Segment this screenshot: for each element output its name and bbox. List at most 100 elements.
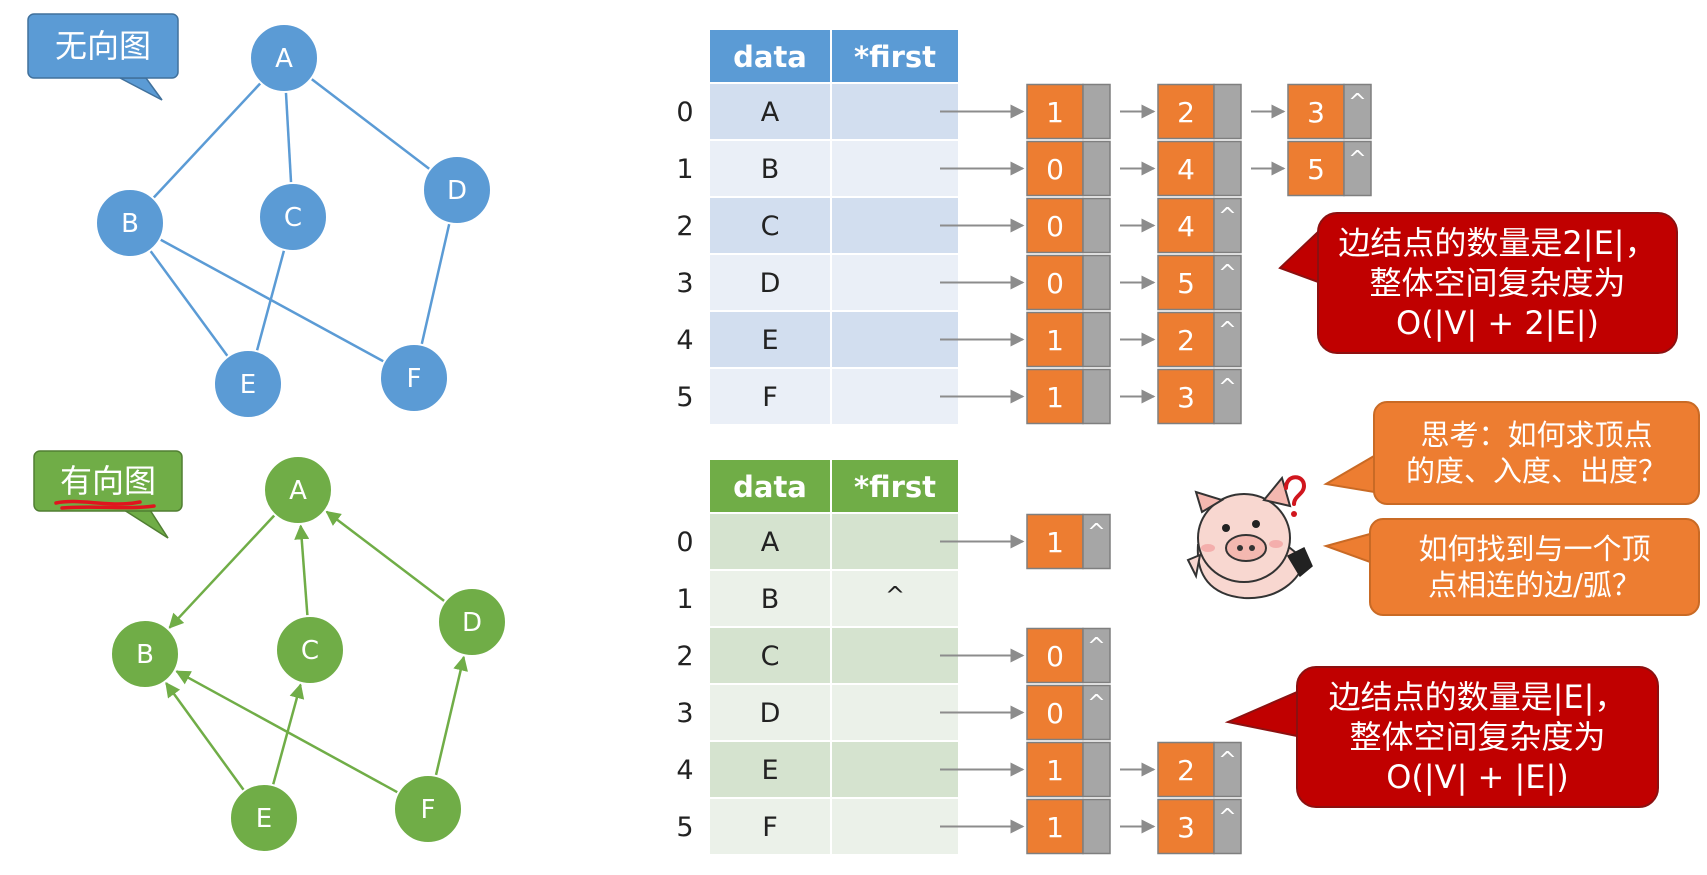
header-first-label: *first xyxy=(854,40,936,74)
edge-node-index: 5 xyxy=(1177,267,1195,300)
row-data: F xyxy=(762,812,778,843)
undirected-node-c: C xyxy=(258,182,328,252)
directed-complexity-callout: 边结点的数量是|E|， 整体空间复杂度为 O(|V| + |E|) xyxy=(1296,666,1659,808)
node-circle xyxy=(258,182,328,252)
row-index: 0 xyxy=(676,97,693,128)
undirected-note-line-1: 边结点的数量是2|E|， xyxy=(1338,224,1657,262)
edge-node-index: 3 xyxy=(1177,811,1195,844)
data-cell xyxy=(710,514,830,569)
directed-arc xyxy=(168,514,276,629)
data-cell xyxy=(710,141,830,196)
edge-node-index: 0 xyxy=(1046,153,1064,186)
data-cell xyxy=(710,198,830,253)
undirected-edge xyxy=(129,57,285,224)
row-data: D xyxy=(760,268,781,299)
edge-node-next xyxy=(1082,627,1111,684)
null-pointer: ^ xyxy=(1218,318,1236,343)
node-circle xyxy=(422,155,492,225)
data-cell xyxy=(710,628,830,683)
edge-node: 1 xyxy=(1026,741,1111,798)
edge-node-next xyxy=(1082,798,1111,855)
header-data-label: data xyxy=(733,40,807,74)
edge-node-index: 3 xyxy=(1307,96,1325,129)
node-circle xyxy=(213,349,283,419)
edge-node-index: 4 xyxy=(1177,210,1195,243)
edge-node-next xyxy=(1213,83,1242,140)
edge-node: 0^ xyxy=(1026,684,1111,741)
directed-arc xyxy=(434,655,468,777)
row-data: C xyxy=(761,211,780,242)
node-circle xyxy=(437,587,507,657)
edge-node: 1 xyxy=(1026,798,1111,855)
edge-node: 2 xyxy=(1157,83,1242,140)
node-label: D xyxy=(462,608,482,638)
data-cell xyxy=(710,799,830,854)
edge-node-index: 3 xyxy=(1177,381,1195,414)
edge-node-next xyxy=(1082,741,1111,798)
callout-tail-think2 xyxy=(1322,532,1371,564)
first-cell xyxy=(832,685,958,740)
undirected-node-d: D xyxy=(422,155,492,225)
directed-node-e: E xyxy=(229,783,299,853)
edge-node-vertex xyxy=(1157,368,1215,425)
directed-arc xyxy=(165,681,246,792)
first-cell xyxy=(832,198,958,253)
node-label: B xyxy=(136,640,154,670)
edge-node-vertex xyxy=(1157,140,1215,197)
edge-node-index: 2 xyxy=(1177,754,1195,787)
edge-node-vertex xyxy=(1157,798,1215,855)
callout-tail-undirected xyxy=(1278,229,1319,284)
undirected-node-a: A xyxy=(249,23,319,93)
null-pointer: ^ xyxy=(1218,748,1236,773)
edge-node: 5^ xyxy=(1157,254,1242,311)
directed-edges xyxy=(165,510,468,794)
undirected-node-e: E xyxy=(213,349,283,419)
node-circle xyxy=(229,783,299,853)
null-pointer: ^ xyxy=(1218,204,1236,229)
data-cell xyxy=(710,685,830,740)
directed-note-line-3: O(|V| + |E|) xyxy=(1386,758,1569,796)
think2-line-2: 点相连的边/弧？ xyxy=(1428,568,1641,602)
edge-node: 3^ xyxy=(1287,83,1372,140)
edge-node: 0 xyxy=(1026,140,1111,197)
edge-node-index: 0 xyxy=(1046,267,1064,300)
edge-node: 3^ xyxy=(1157,798,1242,855)
edge-node-vertex xyxy=(1026,140,1084,197)
row-index: 4 xyxy=(676,755,693,786)
edge-node-vertex xyxy=(1026,798,1084,855)
node-label: C xyxy=(284,203,302,233)
row-first: ^ xyxy=(885,582,905,610)
first-cell xyxy=(832,571,958,626)
undirected-node-f: F xyxy=(379,343,449,413)
node-label: C xyxy=(301,636,319,666)
node-label: E xyxy=(256,804,272,834)
first-cell xyxy=(832,255,958,310)
edge-node: 4^ xyxy=(1157,197,1242,254)
edge-node-next xyxy=(1082,197,1111,254)
edge-node: 1 xyxy=(1026,83,1111,140)
edge-node-vertex xyxy=(1026,684,1084,741)
node-circle xyxy=(110,619,180,689)
first-cell xyxy=(832,742,958,797)
undirected-edge xyxy=(283,57,458,191)
null-pointer: ^ xyxy=(1218,261,1236,286)
edge-node-next xyxy=(1082,513,1111,570)
row-data: A xyxy=(761,97,780,128)
row-data: D xyxy=(760,698,781,729)
edge-node-index: 5 xyxy=(1307,153,1325,186)
header-data-cell xyxy=(710,460,830,512)
edge-node-next xyxy=(1213,798,1242,855)
directed-note-line-1: 边结点的数量是|E|， xyxy=(1328,678,1627,716)
undirected-note-line-3: O(|V| + 2|E|) xyxy=(1396,304,1599,342)
node-label: D xyxy=(447,176,467,206)
edge-node-next xyxy=(1213,140,1242,197)
